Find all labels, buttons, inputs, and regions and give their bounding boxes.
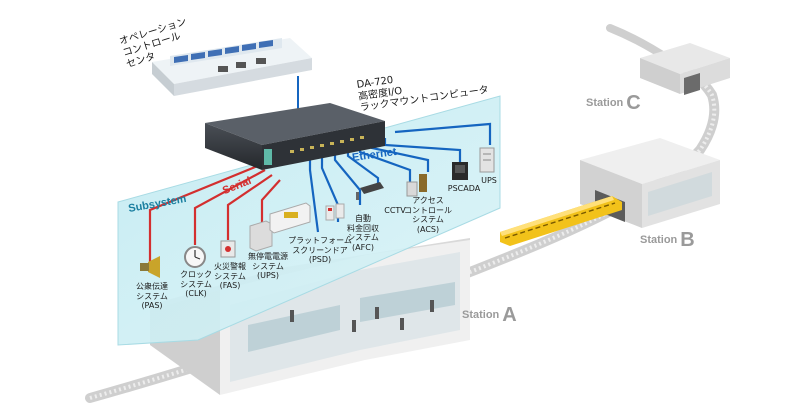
fare-gate-icon bbox=[325, 203, 345, 221]
speaker-icon bbox=[140, 256, 160, 278]
cctv-camera-icon bbox=[356, 182, 384, 200]
pscada-label: PSCADA bbox=[447, 184, 481, 193]
ups-subsystem-label: 無停電電源 システム (UPS) bbox=[248, 252, 288, 280]
fire-alarm-icon bbox=[220, 240, 236, 258]
clock-icon bbox=[184, 246, 206, 268]
station-a-text: Station bbox=[462, 309, 500, 321]
psd-label: プラットフォーム スクリーンドア (PSD) bbox=[288, 236, 352, 264]
afc-label: 自動 料金回収 システム (AFC) bbox=[347, 214, 379, 252]
screen-door-icon bbox=[269, 202, 311, 234]
station-a-letter: A bbox=[502, 304, 517, 326]
cctv-label: CCTV bbox=[384, 206, 406, 215]
station-c-building bbox=[640, 43, 730, 95]
ups-unit-icon bbox=[479, 147, 495, 173]
ups-unit-label: UPS bbox=[481, 176, 497, 185]
serial-lines bbox=[148, 163, 281, 262]
fas-label: 火災警報 システム (FAS) bbox=[214, 262, 246, 290]
access-control-icon bbox=[406, 174, 427, 197]
station-b-text: Station bbox=[640, 234, 678, 246]
acs-label: アクセス コントロール システム (ACS) bbox=[404, 196, 452, 234]
station-c-text: Station bbox=[586, 97, 624, 109]
train bbox=[500, 196, 622, 246]
da-720-computer bbox=[205, 103, 385, 170]
station-b-letter: B bbox=[680, 229, 695, 251]
pscada-terminal-icon bbox=[452, 162, 468, 180]
ups-cabinet-icon bbox=[249, 220, 273, 252]
station-c-letter: C bbox=[626, 92, 641, 114]
clk-label: クロック システム (CLK) bbox=[180, 270, 212, 298]
operation-control-center bbox=[152, 38, 312, 96]
pas-label: 公衆伝達 システム (PAS) bbox=[136, 282, 168, 310]
